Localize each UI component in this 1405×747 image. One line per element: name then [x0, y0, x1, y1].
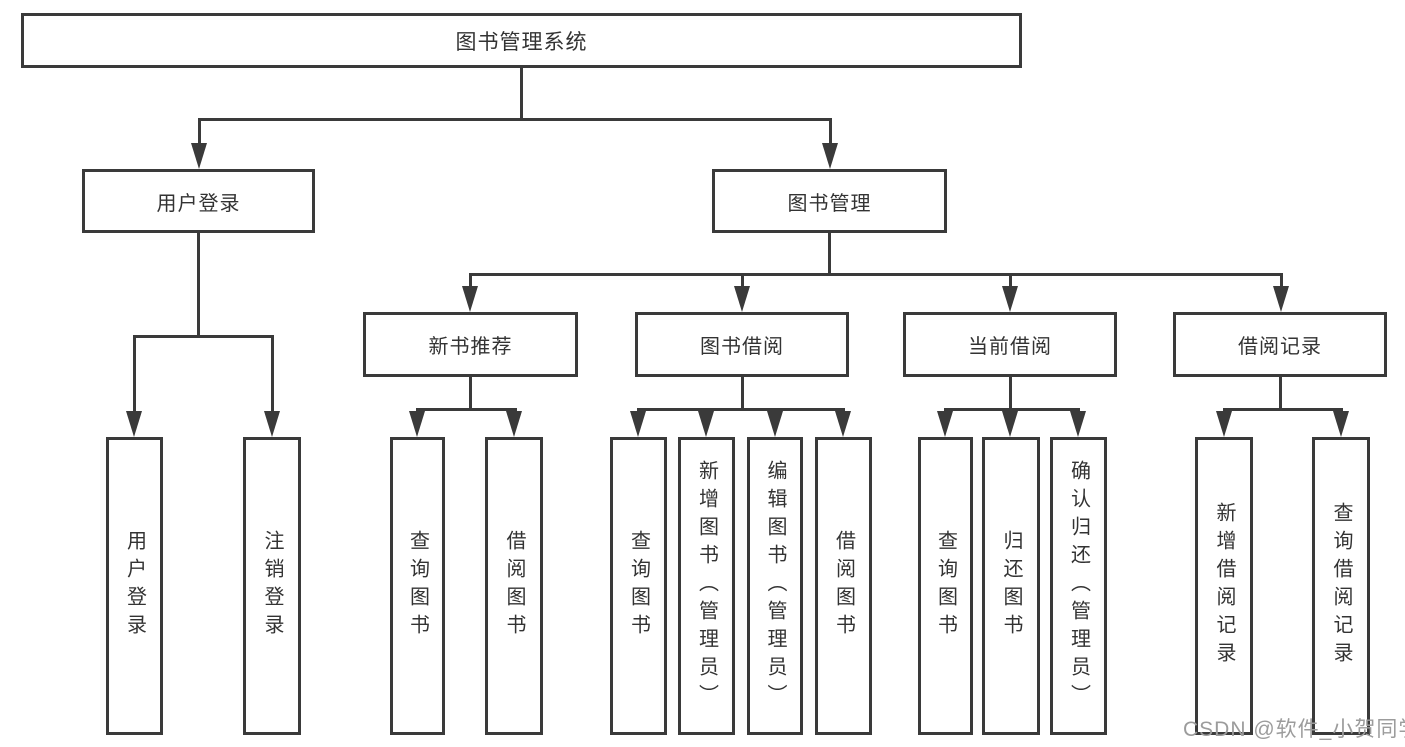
arrowhead-down-icon: [191, 143, 207, 169]
connector-line: [198, 118, 831, 121]
leaf-query-borrow-record: 查询借阅记录: [1312, 437, 1370, 735]
connector-line: [741, 273, 744, 288]
arrowhead-down-icon: [734, 286, 750, 312]
node-library-management-system: 图书管理系统: [21, 13, 1022, 68]
arrowhead-down-icon: [506, 411, 522, 437]
connector-line: [133, 335, 136, 413]
connector-line: [469, 377, 472, 408]
connector-line: [829, 118, 832, 146]
arrowhead-down-icon: [409, 411, 425, 437]
arrowhead-down-icon: [126, 411, 142, 437]
arrowhead-down-icon: [1273, 286, 1289, 312]
node-book-management: 图书管理: [712, 169, 947, 233]
arrowhead-down-icon: [835, 411, 851, 437]
connector-line: [416, 408, 517, 411]
leaf-logout-login: 注销登录: [243, 437, 301, 735]
connector-line: [469, 273, 1283, 276]
connector-line: [944, 408, 1080, 411]
connector-line: [520, 68, 523, 118]
leaf-add-books-admin: 新增图书（管理员）: [678, 437, 735, 735]
leaf-user-login: 用户登录: [106, 437, 163, 735]
arrowhead-down-icon: [630, 411, 646, 437]
arrowhead-down-icon: [1002, 411, 1018, 437]
connector-line: [197, 233, 200, 335]
leaf-return-books: 归还图书: [982, 437, 1040, 735]
leaf-recommend-borrow-books: 借阅图书: [485, 437, 543, 735]
node-user-login: 用户登录: [82, 169, 315, 233]
arrowhead-down-icon: [462, 286, 478, 312]
csdn-watermark: CSDN @软件_小贺同学: [1183, 718, 1405, 741]
connector-line: [271, 335, 274, 413]
leaf-recommend-query-books: 查询图书: [390, 437, 445, 735]
arrowhead-down-icon: [1070, 411, 1086, 437]
connector-line: [828, 233, 831, 273]
arrowhead-down-icon: [1216, 411, 1232, 437]
connector-line: [637, 408, 845, 411]
arrowhead-down-icon: [767, 411, 783, 437]
leaf-confirm-return-admin: 确认归还（管理员）: [1050, 437, 1107, 735]
connector-line: [469, 273, 472, 288]
node-borrowing-records: 借阅记录: [1173, 312, 1387, 377]
connector-line: [1223, 408, 1343, 411]
node-new-book-recommend: 新书推荐: [363, 312, 578, 377]
connector-line: [741, 377, 744, 408]
connector-line: [1280, 273, 1283, 288]
connector-line: [133, 335, 274, 338]
arrowhead-down-icon: [698, 411, 714, 437]
connector-line: [1009, 377, 1012, 408]
arrowhead-down-icon: [1002, 286, 1018, 312]
leaf-current-query-books: 查询图书: [918, 437, 973, 735]
connector-line: [198, 118, 201, 146]
arrowhead-down-icon: [1333, 411, 1349, 437]
leaf-add-borrow-record: 新增借阅记录: [1195, 437, 1253, 735]
node-current-borrowing: 当前借阅: [903, 312, 1117, 377]
connector-line: [1279, 377, 1282, 408]
leaf-borrowing-borrow-books: 借阅图书: [815, 437, 872, 735]
node-book-borrowing: 图书借阅: [635, 312, 849, 377]
leaf-edit-books-admin: 编辑图书（管理员）: [747, 437, 803, 735]
leaf-borrowing-query-books: 查询图书: [610, 437, 667, 735]
connector-line: [1009, 273, 1012, 288]
arrowhead-down-icon: [937, 411, 953, 437]
arrowhead-down-icon: [264, 411, 280, 437]
arrowhead-down-icon: [822, 143, 838, 169]
